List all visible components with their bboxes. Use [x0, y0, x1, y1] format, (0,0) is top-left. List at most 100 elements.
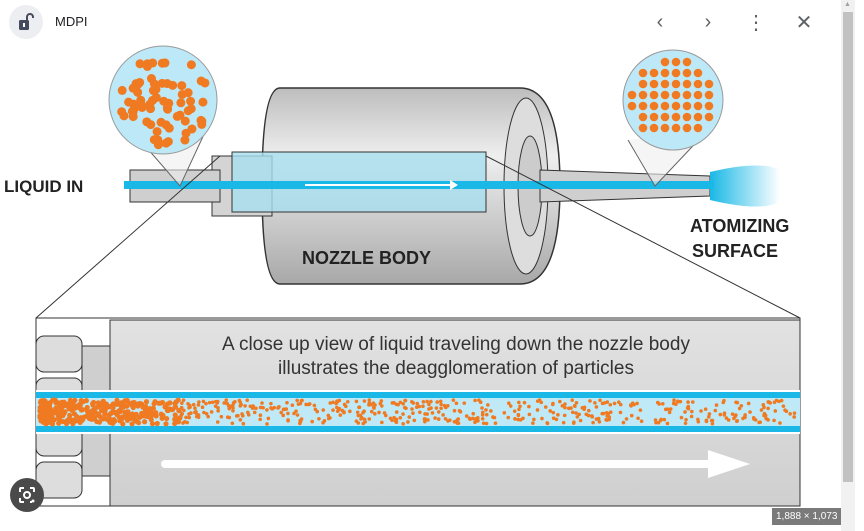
scroll-up-icon[interactable]: ▲ — [844, 1, 851, 8]
visual-search-button[interactable] — [10, 478, 44, 512]
particle — [153, 140, 163, 150]
particle — [239, 402, 244, 407]
particle — [180, 135, 190, 145]
particle — [636, 416, 640, 421]
particle — [632, 402, 636, 407]
particle — [111, 417, 117, 423]
particle — [628, 403, 633, 407]
particle — [779, 398, 784, 403]
close-button[interactable]: ✕ — [792, 10, 816, 34]
particle — [638, 123, 648, 133]
particle — [489, 409, 493, 413]
particle — [53, 405, 59, 411]
particle — [43, 421, 49, 427]
particle — [172, 420, 178, 427]
source-name[interactable]: MDPI — [55, 14, 88, 29]
particle — [532, 417, 536, 422]
particle — [671, 68, 681, 78]
particle — [78, 397, 84, 404]
particle — [563, 402, 567, 406]
particle — [471, 411, 476, 416]
particle — [739, 403, 744, 408]
particle — [60, 418, 66, 425]
particle — [56, 403, 63, 409]
particle — [464, 414, 469, 418]
particle — [671, 57, 681, 67]
particle — [83, 398, 90, 404]
particle — [477, 398, 481, 402]
particle — [704, 90, 714, 100]
particle — [163, 137, 173, 147]
particle — [150, 405, 156, 411]
particle — [313, 407, 318, 412]
particle — [100, 399, 106, 405]
particle — [238, 418, 243, 422]
close-icon: ✕ — [795, 11, 813, 34]
particle — [710, 418, 715, 423]
particle — [162, 79, 172, 89]
particle — [759, 408, 764, 412]
previous-button[interactable]: ‹ — [648, 10, 672, 34]
particle — [792, 415, 796, 419]
particle — [671, 90, 681, 100]
particle — [372, 406, 376, 410]
particle — [714, 403, 719, 407]
particle — [663, 407, 668, 412]
particle — [334, 401, 338, 406]
more-vert-icon: ⋮ — [746, 11, 766, 34]
particle — [682, 112, 692, 122]
particle — [49, 415, 55, 421]
particle — [260, 401, 264, 405]
particle — [403, 398, 407, 403]
particle — [57, 413, 63, 419]
particle — [439, 406, 443, 411]
particle — [772, 418, 776, 423]
particle — [120, 414, 126, 420]
more-options-button[interactable]: ⋮ — [744, 10, 768, 34]
particle — [210, 400, 215, 405]
particle — [467, 416, 472, 421]
source-favicon[interactable] — [9, 5, 43, 39]
particle — [508, 404, 513, 408]
particle — [251, 404, 255, 408]
particle — [233, 399, 237, 404]
particle — [493, 421, 498, 426]
particle — [95, 411, 102, 417]
particle — [240, 413, 245, 418]
particle — [158, 411, 164, 417]
particle — [607, 417, 611, 422]
particle — [213, 399, 218, 404]
particle — [142, 413, 148, 419]
particle — [243, 404, 247, 408]
particle — [657, 402, 661, 406]
particle — [265, 408, 269, 412]
particle — [570, 398, 575, 402]
particle — [279, 410, 283, 415]
particle — [580, 406, 585, 410]
particle — [157, 58, 167, 68]
particle — [763, 413, 768, 418]
next-button[interactable]: › — [696, 10, 720, 34]
particle — [116, 408, 122, 414]
particle — [227, 404, 231, 409]
particle — [486, 403, 490, 407]
particle — [265, 422, 269, 426]
particle — [635, 401, 639, 406]
particle — [156, 400, 162, 406]
particle — [49, 421, 56, 427]
particle — [734, 419, 739, 424]
particle — [209, 410, 214, 414]
particle — [683, 410, 687, 414]
particle — [245, 398, 250, 402]
particle — [693, 112, 703, 122]
particle — [737, 406, 742, 411]
particle — [722, 411, 727, 415]
particle — [317, 416, 321, 421]
particle — [66, 406, 72, 412]
particle — [480, 406, 484, 410]
particle — [671, 112, 681, 122]
particle — [186, 60, 196, 70]
scrollbar-thumb[interactable] — [843, 12, 853, 482]
particle — [129, 99, 139, 109]
particle — [181, 398, 186, 402]
